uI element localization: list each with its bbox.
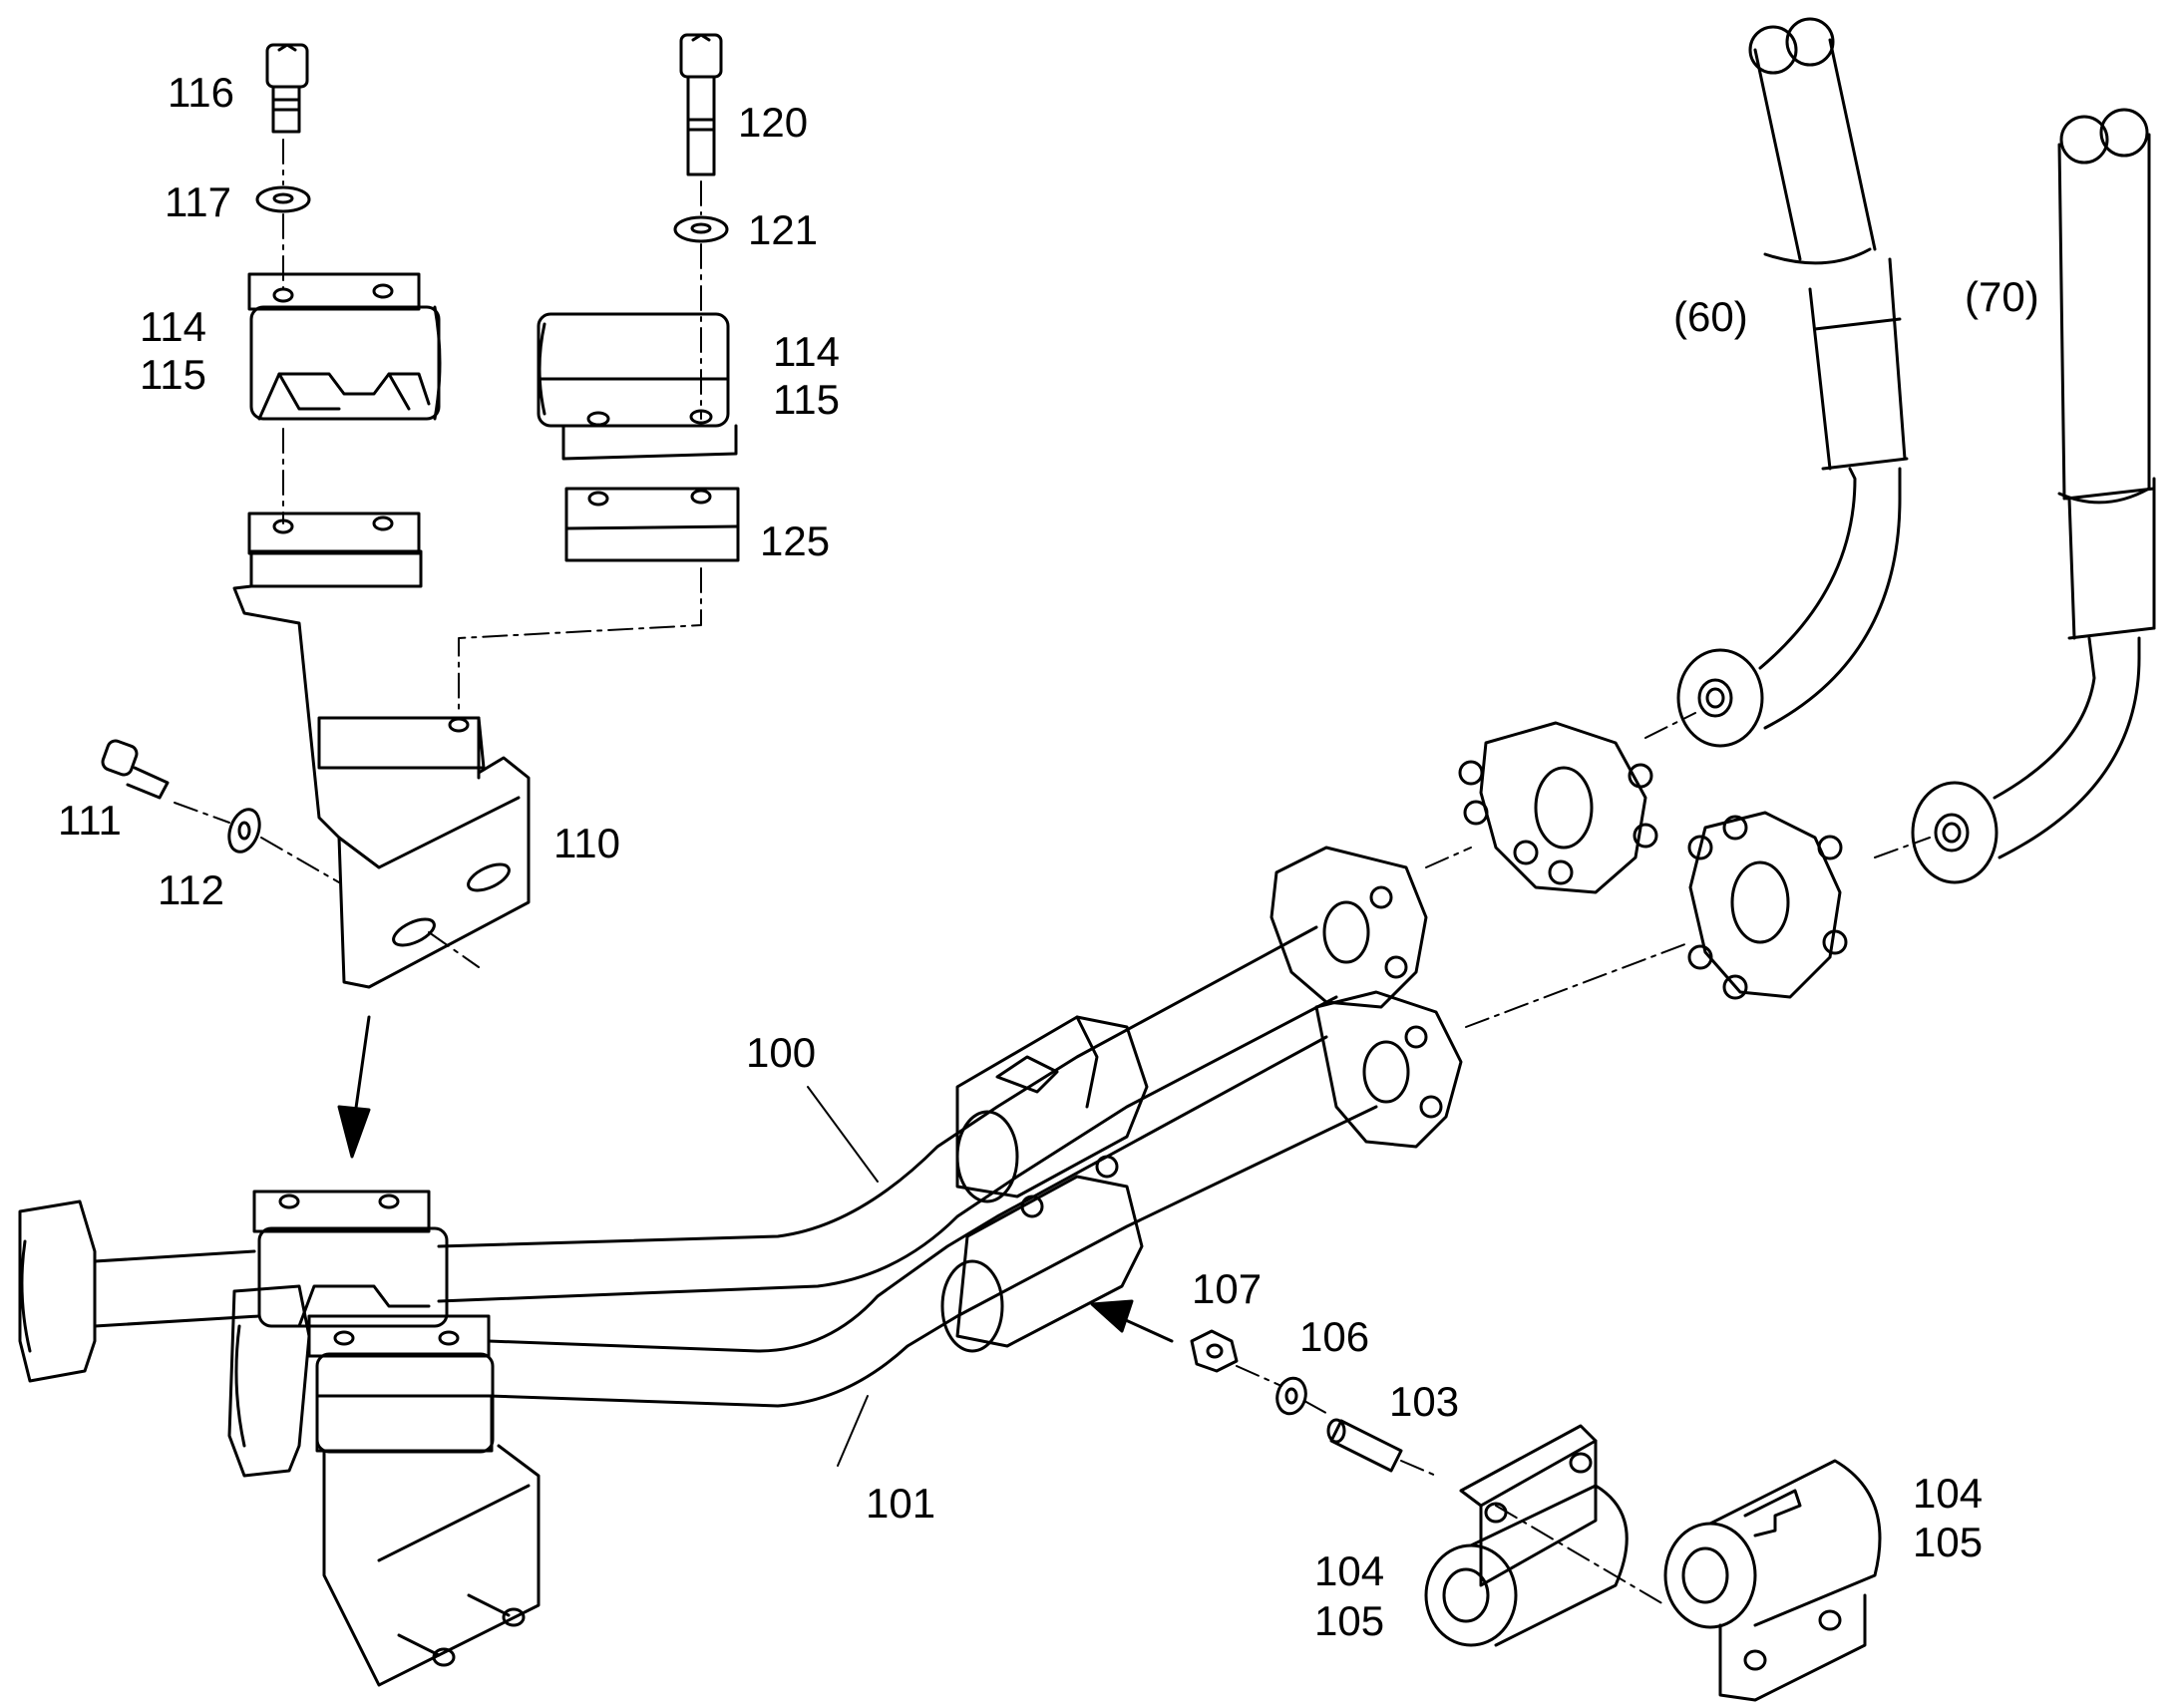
clamp-block-114-115-left bbox=[247, 272, 442, 421]
part-label-117: 117 bbox=[165, 178, 231, 225]
part-label-70: (70) bbox=[1965, 273, 2039, 320]
bearing-block-104-105-left bbox=[1424, 1424, 1629, 1647]
part-label-105-left: 105 bbox=[1314, 1597, 1385, 1644]
part-label-103: 103 bbox=[1389, 1378, 1460, 1425]
washer-106 bbox=[1275, 1376, 1307, 1416]
part-label-105-right: 105 bbox=[1913, 1519, 1984, 1565]
screw-116 bbox=[265, 43, 309, 134]
part-label-125: 125 bbox=[760, 517, 831, 564]
part-label-115-left: 115 bbox=[140, 351, 206, 398]
part-label-115-right: 115 bbox=[773, 376, 840, 423]
part-label-100: 100 bbox=[746, 1029, 817, 1076]
spacer-block-125 bbox=[564, 487, 740, 562]
hose-60 bbox=[1676, 17, 1909, 748]
part-label-106: 106 bbox=[1299, 1313, 1370, 1360]
clamp-block-114-115-right bbox=[537, 312, 738, 461]
pin-103 bbox=[1326, 1418, 1403, 1473]
mounting-bracket-110 bbox=[232, 512, 531, 989]
washer-121 bbox=[673, 215, 729, 243]
flange-upper bbox=[1458, 721, 1658, 894]
part-label-120: 120 bbox=[738, 99, 809, 146]
washer-117 bbox=[255, 185, 311, 213]
bearing-block-104-105-right bbox=[1663, 1459, 1882, 1702]
arrow-parts-to-assembly bbox=[1090, 1299, 1174, 1343]
part-label-104-left: 104 bbox=[1314, 1547, 1385, 1594]
main-shaft-assembly bbox=[18, 846, 1463, 1687]
part-label-116: 116 bbox=[168, 69, 234, 116]
part-label-104-right: 104 bbox=[1913, 1470, 1984, 1517]
part-label-111: 111 bbox=[58, 797, 122, 844]
part-label-112: 112 bbox=[158, 866, 224, 913]
arrow-bracket-to-assembly bbox=[337, 1015, 371, 1159]
part-label-107: 107 bbox=[1192, 1265, 1263, 1312]
washer-112 bbox=[227, 808, 261, 854]
part-label-101: 101 bbox=[866, 1480, 936, 1527]
part-label-121: 121 bbox=[748, 206, 819, 253]
flange-lower bbox=[1687, 811, 1848, 1000]
screw-120 bbox=[679, 33, 723, 176]
part-label-110: 110 bbox=[553, 820, 620, 866]
part-label-114-left: 114 bbox=[140, 303, 206, 350]
nut-107 bbox=[1190, 1329, 1239, 1373]
hose-70 bbox=[1911, 108, 2156, 884]
part-label-60: (60) bbox=[1673, 293, 1748, 340]
screw-111 bbox=[101, 739, 170, 800]
part-label-114-right: 114 bbox=[773, 328, 840, 375]
